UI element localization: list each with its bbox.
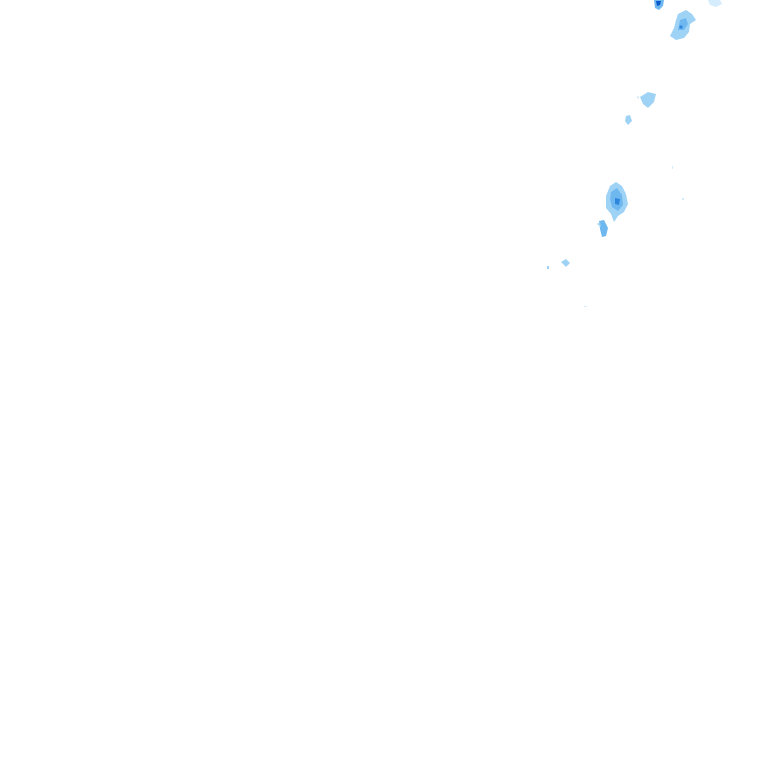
precip-speck-lower-left (547, 266, 549, 269)
precip-cell-mid-right (640, 92, 656, 108)
precip-core-top-left (656, 1, 661, 6)
precip-cell-main-center (615, 198, 620, 205)
precipitation-layer (547, 0, 722, 307)
precip-speck-mid-right (636, 96, 639, 99)
precip-speck-c (584, 306, 587, 307)
precip-cell-small (625, 115, 632, 125)
precip-cell-tail (599, 220, 608, 237)
precip-cell-tail-edge (597, 222, 601, 227)
precip-cell-lower (561, 259, 570, 267)
precip-cell-top-right (708, 0, 722, 7)
precip-speck-a (672, 166, 673, 169)
precip-cell-upper-dot (679, 25, 683, 29)
precip-speck-b (682, 198, 684, 200)
